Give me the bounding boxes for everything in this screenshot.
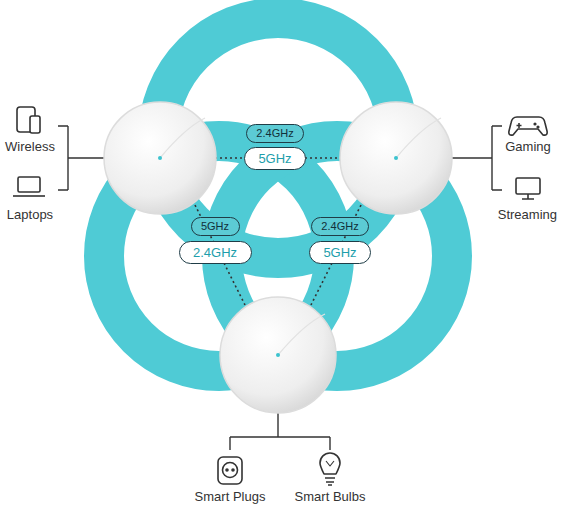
frequency-pill: 2.4GHz bbox=[179, 241, 252, 264]
smart-plug-icon bbox=[218, 457, 242, 484]
band-label: 2.4GHz bbox=[321, 221, 358, 232]
device-label: Gaming bbox=[505, 140, 551, 154]
frequency-pill: 2.4GHz bbox=[246, 124, 304, 143]
deco-units bbox=[104, 102, 452, 413]
band-label: 2.4GHz bbox=[256, 128, 293, 139]
device-label: Wireless bbox=[5, 140, 55, 154]
frequency-pill: 5GHz bbox=[191, 217, 240, 236]
band-label: 5GHz bbox=[258, 152, 291, 165]
device-label: Smart Plugs bbox=[195, 490, 266, 504]
monitor-icon bbox=[516, 178, 540, 199]
band-label: 5GHz bbox=[201, 221, 229, 232]
band-label: 2.4GHz bbox=[193, 246, 237, 259]
device-label: Laptops bbox=[7, 208, 53, 222]
right-bracket bbox=[451, 126, 502, 190]
deco-unit bbox=[220, 297, 336, 413]
gamepad-icon bbox=[509, 117, 547, 135]
frequency-pill: 2.4GHz bbox=[311, 217, 369, 236]
band-label: 5GHz bbox=[323, 246, 356, 259]
device-label: Streaming bbox=[498, 208, 557, 222]
frequency-pill: 5GHz bbox=[309, 241, 371, 264]
frequency-pill: 5GHz bbox=[244, 147, 306, 170]
deco-unit bbox=[340, 102, 452, 214]
device-label: Smart Bulbs bbox=[295, 490, 366, 504]
tablet-phone-icon bbox=[17, 107, 40, 133]
left-bracket bbox=[58, 126, 105, 190]
deco-unit bbox=[104, 102, 216, 214]
bottom-bracket bbox=[230, 413, 330, 450]
laptop-icon bbox=[13, 177, 45, 196]
smart-bulb-icon bbox=[320, 453, 340, 485]
device-icons bbox=[13, 107, 547, 485]
